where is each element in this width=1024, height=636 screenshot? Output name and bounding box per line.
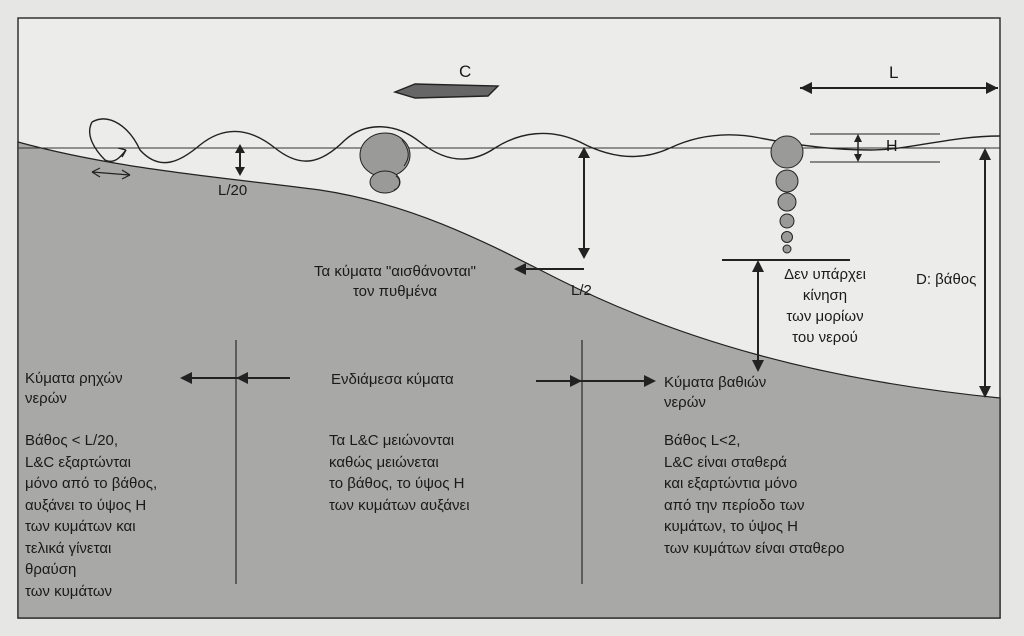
shallow-desc-line: μόνο από το βάθος, (25, 475, 158, 492)
deep-orbit-6 (782, 244, 792, 254)
no-motion-line-4: του νερού (792, 329, 858, 346)
shallow-title-line-2: νερών (25, 390, 67, 407)
shallow-desc-line: L&C εξαρτώνται (25, 453, 131, 471)
deep-title: Κύματα βαθιών νερών (664, 373, 766, 413)
breaking-wave (88, 121, 127, 162)
h-arrowheads-icon (854, 134, 862, 162)
deep-desc-line: και εξαρτώντια μόνο (664, 475, 798, 492)
l20-label: L/20 (218, 182, 248, 199)
intermediate-desc-line: των κυμάτων αυξάνει (329, 496, 470, 514)
sea-floor (17, 141, 1001, 619)
shallow-desc-line: τελικά γίνεται (25, 539, 112, 557)
shallow-title: Κύματα ρηχών νερών (25, 369, 123, 409)
no-motion-line-3: των μορίων (786, 308, 864, 325)
deep-title-line-1: Κύματα βαθιών (664, 374, 767, 391)
deep-orbit-4 (779, 213, 795, 229)
depth-label: D: βάθος (916, 271, 977, 288)
deep-desc-line: κυμάτων, το ύψος H (664, 518, 798, 535)
no-motion-line-2: κίνηση (802, 287, 848, 304)
feel-bottom-arrowhead-icon (514, 263, 526, 275)
intermediate-desc-line: το βάθος, το ύψος H (329, 475, 465, 492)
deep-desc-line: από την περίοδο των (664, 496, 805, 514)
deep-desc-line: L&C είναι σταθερά (664, 453, 787, 471)
deep-description: Βάθος L<2, L&C είναι σταθερά και εξαρτών… (664, 430, 844, 559)
shallow-desc-line: θραύση (25, 561, 77, 578)
orbit-arrow-icon (393, 139, 409, 191)
h-label: H (886, 138, 898, 155)
deep-desc-line: Βάθος L<2, (664, 432, 741, 449)
deep-title-line-2: νερών (664, 394, 706, 411)
l20-arrowheads-icon (235, 144, 245, 176)
shallow-desc-line: αυξάνει το ύψος H (25, 496, 147, 514)
deep-desc-line: των κυμάτων είναι σταθερο (664, 539, 845, 557)
intermediate-title: Ενδιάμεσα κύματα (331, 371, 454, 388)
arrow-icon (91, 167, 131, 180)
l2-label: L/2 (571, 282, 592, 299)
shallow-desc-line: των κυμάτων και (25, 518, 136, 535)
no-motion-line-1: Δεν υπάρχει (784, 266, 866, 283)
shallow-desc-line: Βάθος < L/20, (25, 432, 119, 449)
no-motion-arrowheads-icon (752, 260, 764, 372)
c-label: C (459, 62, 472, 81)
shallow-description: Βάθος < L/20, L&C εξαρτώνται μόνο από το… (25, 430, 157, 602)
deep-orbit-2 (775, 169, 799, 193)
feel-bottom-line-2: τον πυθμένα (352, 283, 438, 300)
breaking-arrow-icon (117, 147, 127, 158)
feel-bottom-label: Τα κύματα "αισθάνονται" τον πυθμένα (280, 262, 510, 302)
intermediate-description: Τα L&C μειώνονται καθώς μειώνεται το βάθ… (329, 430, 470, 516)
shallow-desc-line: των κυμάτων (25, 582, 113, 600)
intermediate-desc-line: καθώς μειώνεται (329, 453, 439, 471)
orbit-large (359, 132, 411, 178)
no-motion-label: Δεν υπάρχει κίνηση των μορίων του νερού (760, 264, 890, 348)
deep-orbit-1 (770, 135, 804, 169)
deep-orbit-3 (777, 192, 797, 212)
shallow-title-line-1: Κύματα ρηχών (25, 370, 123, 387)
feel-bottom-line-1: Τα κύματα "αισθάνονται" (314, 263, 476, 280)
intermediate-desc-line: Τα L&C μειώνονται (329, 432, 455, 449)
l-label: L (889, 63, 899, 82)
c-arrow-icon (392, 83, 500, 99)
short-arrow (91, 171, 131, 176)
deep-orbit-5 (781, 231, 793, 243)
